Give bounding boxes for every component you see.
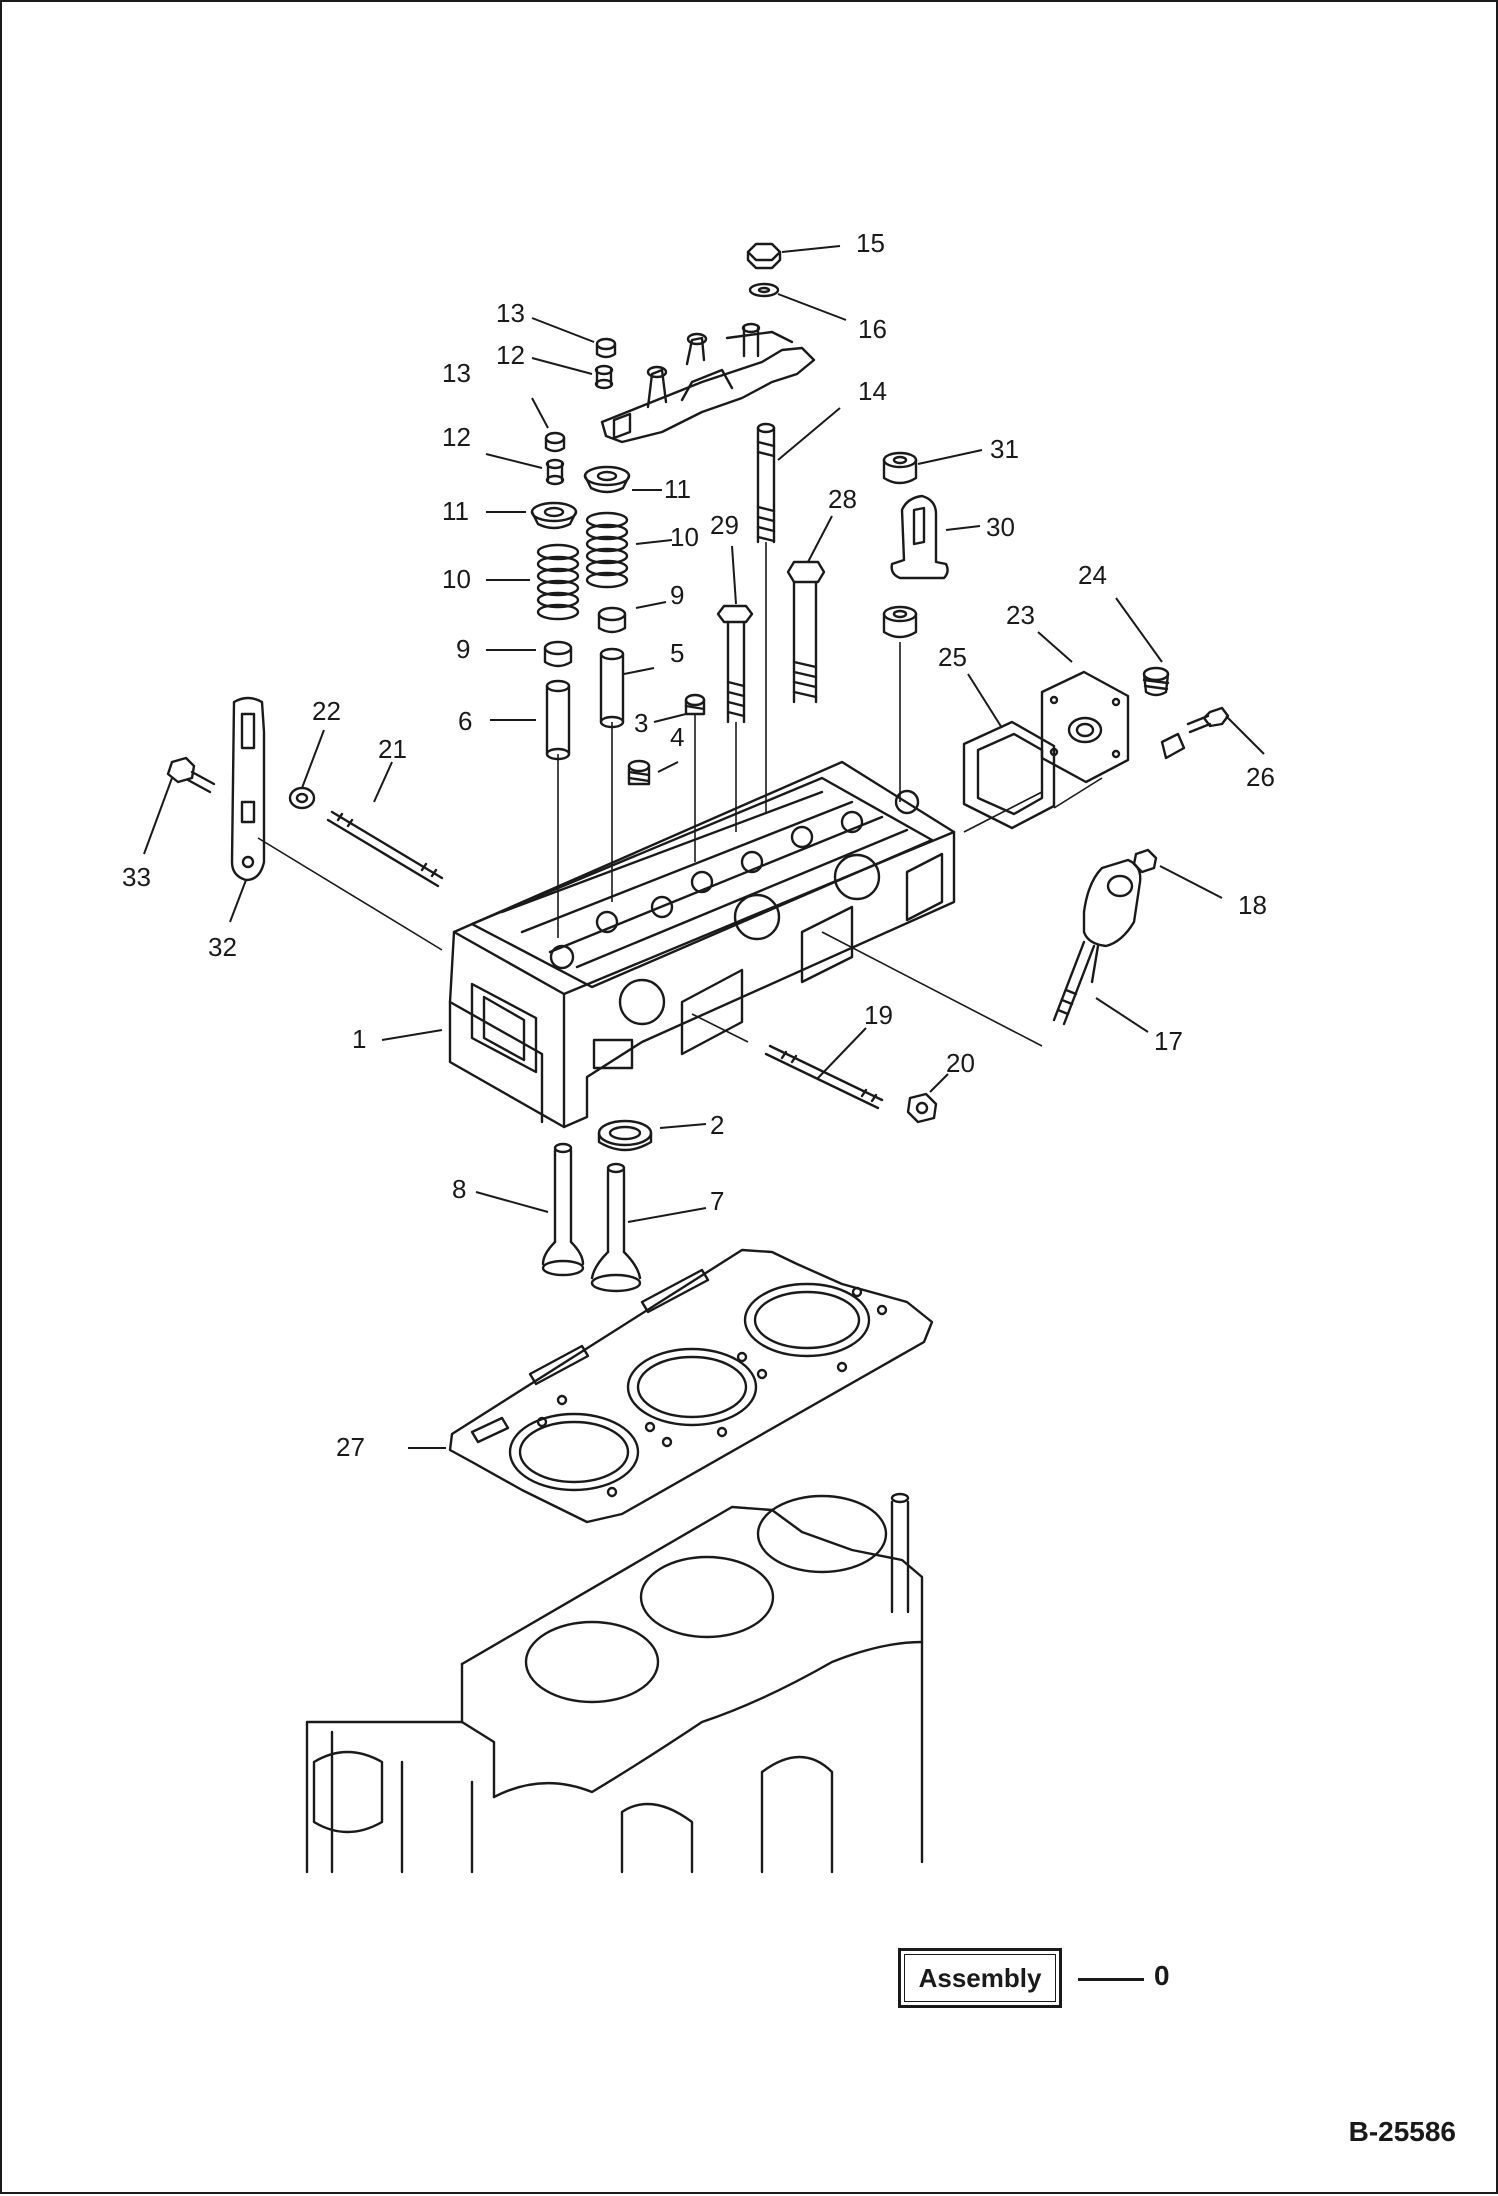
callout-22: 22 — [312, 696, 341, 726]
housing-stud-part — [1052, 940, 1096, 1026]
callout-13-upper: 13 — [496, 298, 525, 328]
callout-12-upper: 12 — [496, 340, 525, 370]
intake-valve-part — [590, 1162, 642, 1293]
callout-29: 29 — [710, 510, 739, 540]
callout-31: 31 — [990, 434, 1019, 464]
callout-10-upper: 10 — [670, 522, 699, 552]
assembly-legend-leader — [1078, 1978, 1144, 1981]
valve-seal-part — [597, 1119, 653, 1152]
bracket-bolt-part — [166, 756, 216, 794]
callout-26: 26 — [1246, 762, 1275, 792]
end-bracket-part — [230, 696, 266, 882]
callout-3: 3 — [634, 708, 648, 738]
callout-21: 21 — [378, 734, 407, 764]
manifold-nut-part — [906, 1092, 938, 1124]
callout-15: 15 — [856, 228, 885, 258]
rocker-washer-part — [748, 282, 780, 298]
valve-cap-part — [544, 337, 617, 453]
stem-seal-part — [543, 606, 627, 668]
callout-6: 6 — [458, 706, 472, 736]
cover-plug-part — [1142, 666, 1170, 697]
callout-9-lower: 9 — [456, 634, 470, 664]
callout-8: 8 — [452, 1174, 466, 1204]
assembly-legend-value: 0 — [1154, 1960, 1170, 1991]
callout-10-lower: 10 — [442, 564, 471, 594]
callout-32: 32 — [208, 932, 237, 962]
end-stud-part — [326, 810, 444, 888]
callout-11-lower: 11 — [442, 496, 469, 526]
callout-23: 23 — [1006, 600, 1035, 630]
callout-19: 19 — [864, 1000, 893, 1030]
callout-4: 4 — [670, 722, 684, 752]
callout-12-lower: 12 — [442, 422, 471, 452]
callout-7: 7 — [710, 1186, 724, 1216]
lifting-bracket-part — [890, 494, 949, 580]
rocker-arm-assembly — [600, 322, 816, 444]
leader-lines — [143, 245, 1265, 1449]
cylinder-head-part — [448, 760, 956, 1129]
callout-28: 28 — [828, 484, 857, 514]
callout-27: 27 — [336, 1432, 365, 1462]
callout-13-lower: 13 — [442, 358, 471, 388]
stud-washer-part — [288, 786, 316, 810]
callout-14: 14 — [858, 376, 887, 406]
side-cover-part — [1040, 670, 1130, 784]
callout-18: 18 — [1238, 890, 1267, 920]
callout-17: 17 — [1154, 1026, 1183, 1056]
spring-retainer-part — [530, 465, 631, 530]
callout-16: 16 — [858, 314, 887, 344]
rocker-nut-part — [746, 242, 782, 270]
head-gasket-part — [448, 1248, 934, 1524]
callout-5: 5 — [670, 638, 684, 668]
callout-25: 25 — [938, 642, 967, 672]
valve-spring-part — [536, 511, 629, 621]
engine-block-outline — [305, 1492, 924, 1874]
valve-collet-part — [545, 364, 614, 486]
head-bolt-part — [716, 560, 826, 724]
callout-9-upper: 9 — [670, 580, 684, 610]
exhaust-valve-part — [541, 1142, 585, 1277]
rocker-stud-part — [756, 422, 776, 544]
thermostat-housing-part — [1082, 858, 1142, 984]
cover-bolt-part — [1160, 706, 1230, 760]
cover-gasket-part — [962, 720, 1056, 830]
assembly-legend-label: Assembly — [918, 1962, 1042, 1993]
lower-nut-part — [882, 605, 918, 639]
callout-1: 1 — [352, 1024, 366, 1054]
bracket-nut-part — [882, 451, 918, 485]
callout-24: 24 — [1078, 560, 1107, 590]
manifold-stud-part — [764, 1044, 884, 1110]
drawing-number: B-25586 — [1348, 2116, 1456, 2147]
callout-2: 2 — [710, 1110, 724, 1140]
callout-30: 30 — [986, 512, 1015, 542]
callout-20: 20 — [946, 1048, 975, 1078]
callout-33: 33 — [122, 862, 151, 892]
housing-nut-part — [1132, 848, 1158, 874]
assembly-legend-box: Assembly — [898, 1948, 1062, 2008]
callout-labels: 1 2 3 4 5 6 7 8 9 9 10 10 11 11 12 12 13… — [122, 228, 1275, 1462]
callout-11-upper: 11 — [664, 474, 691, 504]
